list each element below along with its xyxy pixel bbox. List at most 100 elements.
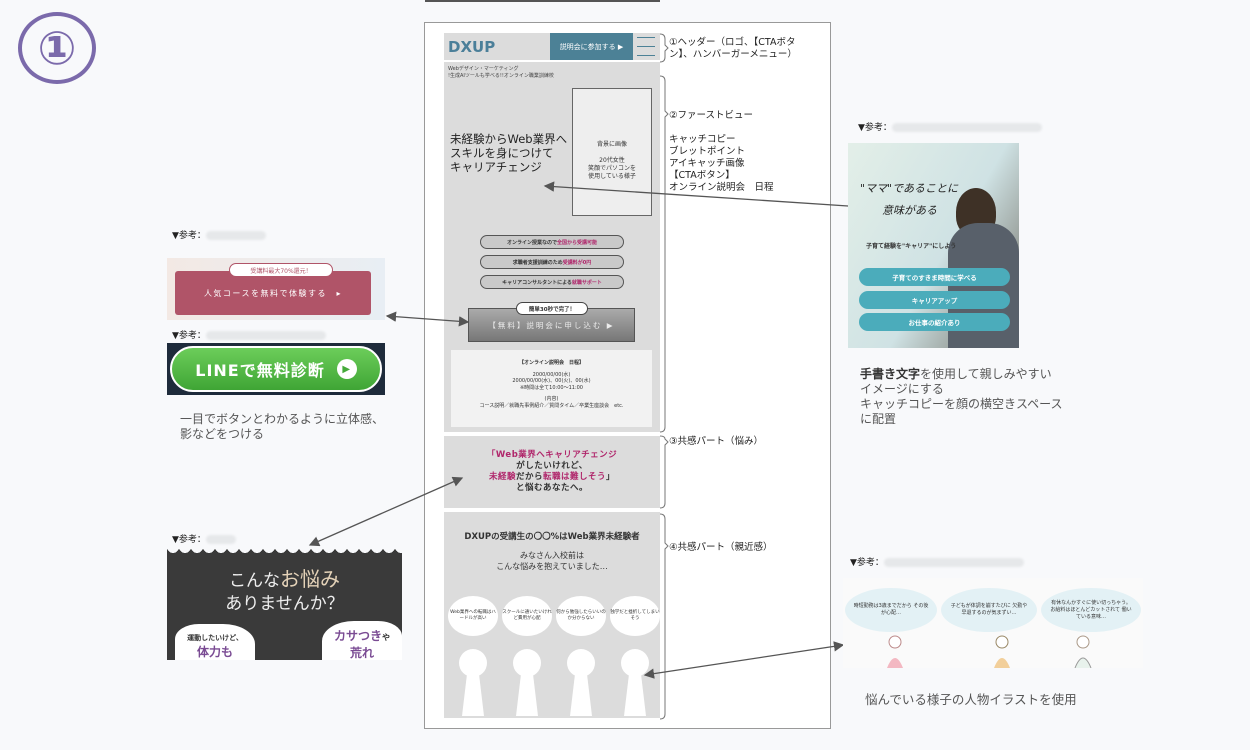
speech-bubble: 独学だと挫折してしまいそう — [610, 596, 660, 636]
text: 未経験 — [488, 472, 516, 482]
schedule-content: コース説明／就職先事例紹介／質問タイム／卒業生座談会 etc. — [479, 402, 624, 409]
worried-woman-illustration-icon — [994, 635, 1010, 668]
text: カサつき — [333, 629, 382, 643]
hamburger-menu-icon[interactable] — [637, 37, 655, 56]
text: 転職は難しそう — [543, 472, 607, 482]
schedule-date: 2000/00/00(水) — [532, 371, 571, 378]
bullet-accent: 就職サポート — [571, 279, 602, 286]
annotation-fv: ②ファーストビュー キャッチコピー ブレットポイント アイキャッチ画像 【CTA… — [669, 110, 774, 194]
reference-image-first-view: "ママ"であることに意味がある 子育て経験を"キャリア"にしよう 子育てのすきま… — [848, 143, 1019, 348]
catch-line: キャリアチェンジ — [450, 160, 542, 174]
text: キャッチコピー — [669, 134, 736, 145]
text: ▼参考： — [858, 123, 892, 133]
ref-line-button: LINEで無料診断 ▶ — [170, 346, 382, 392]
image-note: 使用している様子 — [588, 173, 636, 180]
thought-cloud: 有休なんかすぐに使い切っちゃう。お給料はほとんどカットされて 働いている意味… — [1041, 588, 1141, 632]
text: ▼参考： — [172, 535, 206, 545]
image-note: 20代女性 — [599, 157, 625, 164]
redacted-url — [891, 123, 1042, 132]
reference-label: ▼参考： — [850, 555, 1024, 568]
bullet-accent: 全国から受講可能 — [557, 239, 598, 246]
worried-woman-illustration-icon — [887, 635, 903, 668]
bullet-point: オンライン授業なので全国から受講可能 — [480, 235, 624, 249]
left-caption: 一目でボタンとわかるように立体感、影などをつける — [180, 412, 384, 442]
bullet-point: 求職者支援訓練のため受講料が0円 — [480, 255, 624, 269]
reference-label: ▼参考： — [172, 228, 266, 241]
play-icon: ▶ — [336, 359, 357, 379]
wf-empathy-worry: 「Web業界へキャリアチェンジ がしたいけれど、 未経験だから転職は難しそう」 … — [444, 436, 660, 508]
text: アイキャッチ画像 — [669, 158, 745, 169]
reference-image-illustrations: 時短勤務は3歳までだから その後が心配… 子どもが体調を崩すたびに 欠勤や早退す… — [843, 578, 1143, 668]
text: を使用して親しみやすい — [920, 367, 1052, 381]
worry-card: カサつきや荒れ — [322, 621, 402, 660]
text: イメージにする — [860, 382, 944, 396]
redacted-url — [205, 331, 326, 340]
thought-cloud: 子どもが体調を崩すたびに 欠勤や早退するのが気まずい… — [941, 588, 1037, 632]
annotation-empathy-familiarity: ④共感パート（親近感） — [669, 542, 773, 553]
text: ①ヘッダー（ロゴ、【CTAボタ — [669, 37, 796, 48]
worry-card: 運動したいけど、体力も — [175, 624, 255, 660]
text: LINEで無料診断 — [195, 361, 325, 380]
annotation-title: ②ファーストビュー — [669, 110, 754, 121]
redacted-url — [205, 535, 236, 544]
section-title: DXUPの受講生の〇〇%はWeb業界未経験者 — [464, 532, 640, 542]
fv-tagline: Webデザイン・マーケティング!生成AIツールも学べる!!オンライン職業訓練校 — [448, 66, 554, 80]
text: "ママ"であることに — [860, 182, 959, 195]
text: お悩み — [280, 567, 340, 591]
annotation-header: ①ヘッダー（ロゴ、【CTAボタン】、ハンバーガーメニュー） — [669, 37, 797, 61]
annotation-empathy-worry: ③共感パート（悩み） — [669, 436, 764, 447]
text: に配置 — [860, 412, 897, 426]
text: 意味がある — [882, 204, 937, 217]
catch-line: 未経験からWeb業界へ — [450, 132, 568, 146]
text: 」 — [606, 472, 616, 482]
tagline-1: Webデザイン・マーケティング — [448, 66, 519, 72]
ref-cta-button: 人気コースを無料で体験する ▸ — [175, 271, 371, 315]
text: 体力も — [196, 645, 233, 659]
divider — [425, 0, 660, 2]
text: 「Web業界へ — [486, 450, 546, 460]
header-cta-button[interactable]: 説明会に参加する ▶ — [550, 33, 633, 60]
bottom-caption: 悩んでいる様子の人物イラストを使用 — [865, 692, 1077, 707]
person-silhouette-icon — [621, 649, 649, 716]
text: みなさん入校前は — [520, 551, 584, 560]
text: 運動したいけど、 — [187, 634, 243, 642]
image-note: 笑顔でパソコンを — [587, 165, 636, 172]
schedule-time: ※時間は全て10:00〜11:00 — [519, 384, 583, 391]
schedule-date: 2000/00/00(水)、00(火)、00(水) — [512, 378, 591, 385]
text: こんな — [229, 571, 280, 591]
ref-cta-badge: 受講料最大70%還元！ — [229, 263, 333, 277]
bullet-text: オンライン授業なので — [506, 239, 557, 246]
ref-fv-button: お仕事の紹介あり — [859, 313, 1010, 331]
wf-empathy-familiarity: DXUPの受講生の〇〇%はWeb業界未経験者 みなさん入校前はこんな悩みを抱えて… — [444, 512, 660, 718]
text: キャリアチェンジ — [545, 450, 618, 460]
ref-subcopy: 子育て経験を"キャリア"にしよう — [866, 243, 957, 250]
bullet-text: 求職者支援訓練のため — [512, 259, 563, 266]
schedule-content-label: (内容) — [544, 396, 559, 403]
text: 一目でボタンとわかるように立体感、 — [180, 412, 385, 426]
worry-subtitle: ありませんか？ — [225, 594, 344, 614]
text: オンライン説明会 日程 — [669, 182, 774, 193]
schedule-title: 【オンライン説明会 日程】 — [518, 360, 584, 366]
text: ▼参考： — [172, 231, 206, 241]
right-caption: 手書き文字を使用して親しみやすい イメージにする キャッチコピーを顔の横空きスペ… — [860, 367, 1063, 427]
reference-image-cta-button: 人気コースを無料で体験する ▸ 受講料最大70%還元！ — [167, 258, 385, 320]
worry-title: こんなお悩み — [167, 563, 402, 592]
person-silhouette-icon — [567, 649, 595, 716]
text: 荒れ — [349, 646, 374, 660]
thought-cloud: 時短勤務は3歳までだから その後が心配… — [845, 588, 937, 632]
worry-line: がしたいけれど、 — [516, 461, 588, 471]
worry-line: と悩むあなたへ。 — [515, 483, 588, 493]
section-subtitle: みなさん入校前はこんな悩みを抱えていました… — [444, 550, 660, 572]
catch-copy: 未経験からWeb業界へスキルを身につけてキャリアチェンジ — [450, 132, 567, 174]
speech-bubble: Web業界への転職はハードルが高い — [448, 596, 498, 636]
text: や — [382, 633, 390, 642]
scallop-edge — [167, 549, 402, 555]
reference-image-worry: こんなお悩み ありませんか？ 運動したいけど、体力も カサつきや荒れ — [167, 549, 402, 660]
logo[interactable]: DXUP — [448, 38, 496, 56]
text: 影などをつける — [180, 427, 265, 441]
worried-woman-illustration-icon — [1074, 635, 1092, 668]
text: こんな悩みを抱えていました… — [496, 562, 608, 571]
text: 【CTAボタン】 — [669, 170, 735, 181]
